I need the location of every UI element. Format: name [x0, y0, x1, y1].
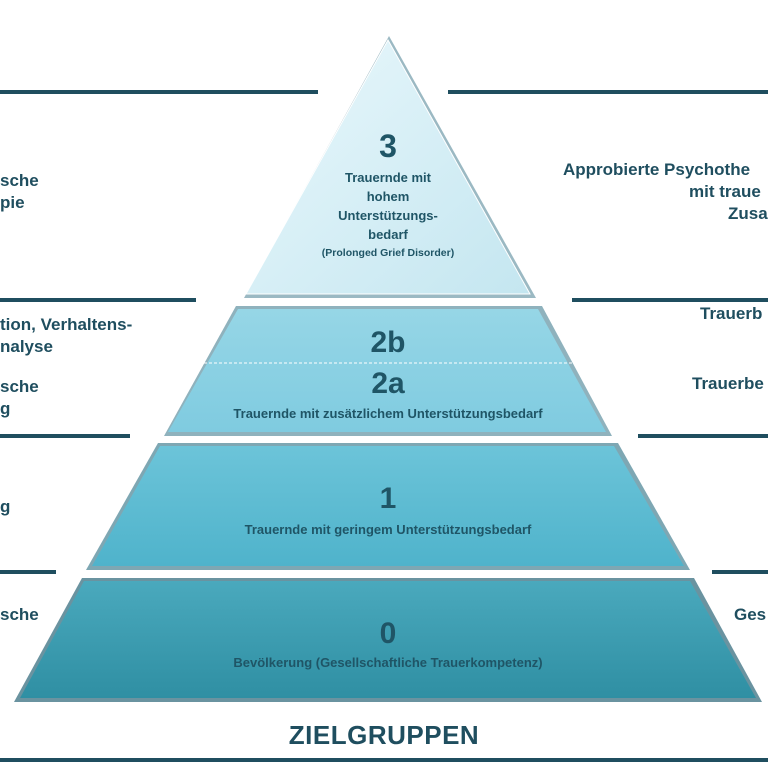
left-text-4: nalyse	[0, 337, 53, 356]
right-text-4: Trauerb	[700, 304, 763, 323]
right-text-2: mit traue	[689, 182, 761, 201]
level-2a-label: Trauernde mit zusätzlichem Unterstützung…	[233, 406, 543, 421]
level-0-label: Bevölkerung (Gesellschaftliche Trauerkom…	[233, 655, 542, 670]
footer-title: ZIELGRUPPEN	[288, 720, 480, 750]
level-3-line-2: hohem	[367, 189, 410, 204]
level-3-line-1: Trauernde mit	[345, 170, 432, 185]
level-3-subtitle: (Prolonged Grief Disorder)	[322, 247, 454, 259]
left-text-8: sche	[0, 605, 39, 624]
level-0-block: 0 Bevölkerung (Gesellschaftliche Trauerk…	[14, 578, 762, 702]
level-3-line-4: bedarf	[368, 227, 408, 242]
left-text-6: g	[0, 399, 11, 418]
level-1-block: 1 Trauernde mit geringem Unterstützungsb…	[86, 443, 690, 570]
right-text-1: Approbierte Psychothe	[563, 160, 751, 179]
left-text-1: sche	[0, 171, 39, 190]
left-text-2: pie	[0, 193, 25, 212]
left-text-7: g	[0, 497, 11, 516]
right-text-6: Ges	[734, 605, 767, 624]
left-text-5: sche	[0, 377, 39, 396]
level-2a-number: 2a	[371, 367, 405, 400]
separator-rules	[0, 90, 768, 762]
level-3-block: 3 Trauernde mit hohem Unterstützungs- be…	[244, 36, 536, 298]
level-3-number: 3	[379, 128, 397, 164]
level-1-label: Trauernde mit geringem Unterstützungsbed…	[245, 522, 532, 537]
level-3-line-3: Unterstützungs-	[338, 208, 438, 223]
left-text-3: tion, Verhaltens-	[0, 315, 133, 334]
level-0-number: 0	[380, 617, 397, 650]
level-2-block: 2b 2a Trauernde mit zusätzlichem Unterst…	[164, 306, 612, 436]
level-1-number: 1	[380, 482, 397, 515]
right-text-5: Trauerbe	[692, 374, 764, 393]
right-text-3: Zusa	[728, 204, 768, 223]
level-2b-number: 2b	[370, 326, 405, 359]
